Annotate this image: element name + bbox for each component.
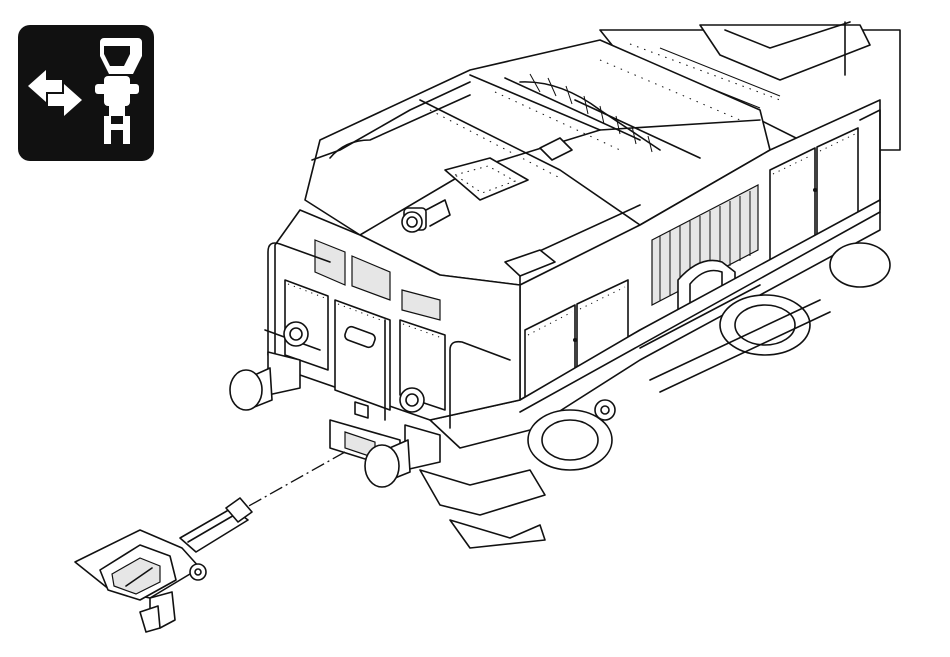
wheel-rear (830, 243, 890, 287)
locomotive-front-end (230, 22, 900, 548)
buffer-left (230, 322, 308, 410)
coupler-head (75, 498, 252, 632)
coupler-exchange-badge (18, 25, 154, 161)
